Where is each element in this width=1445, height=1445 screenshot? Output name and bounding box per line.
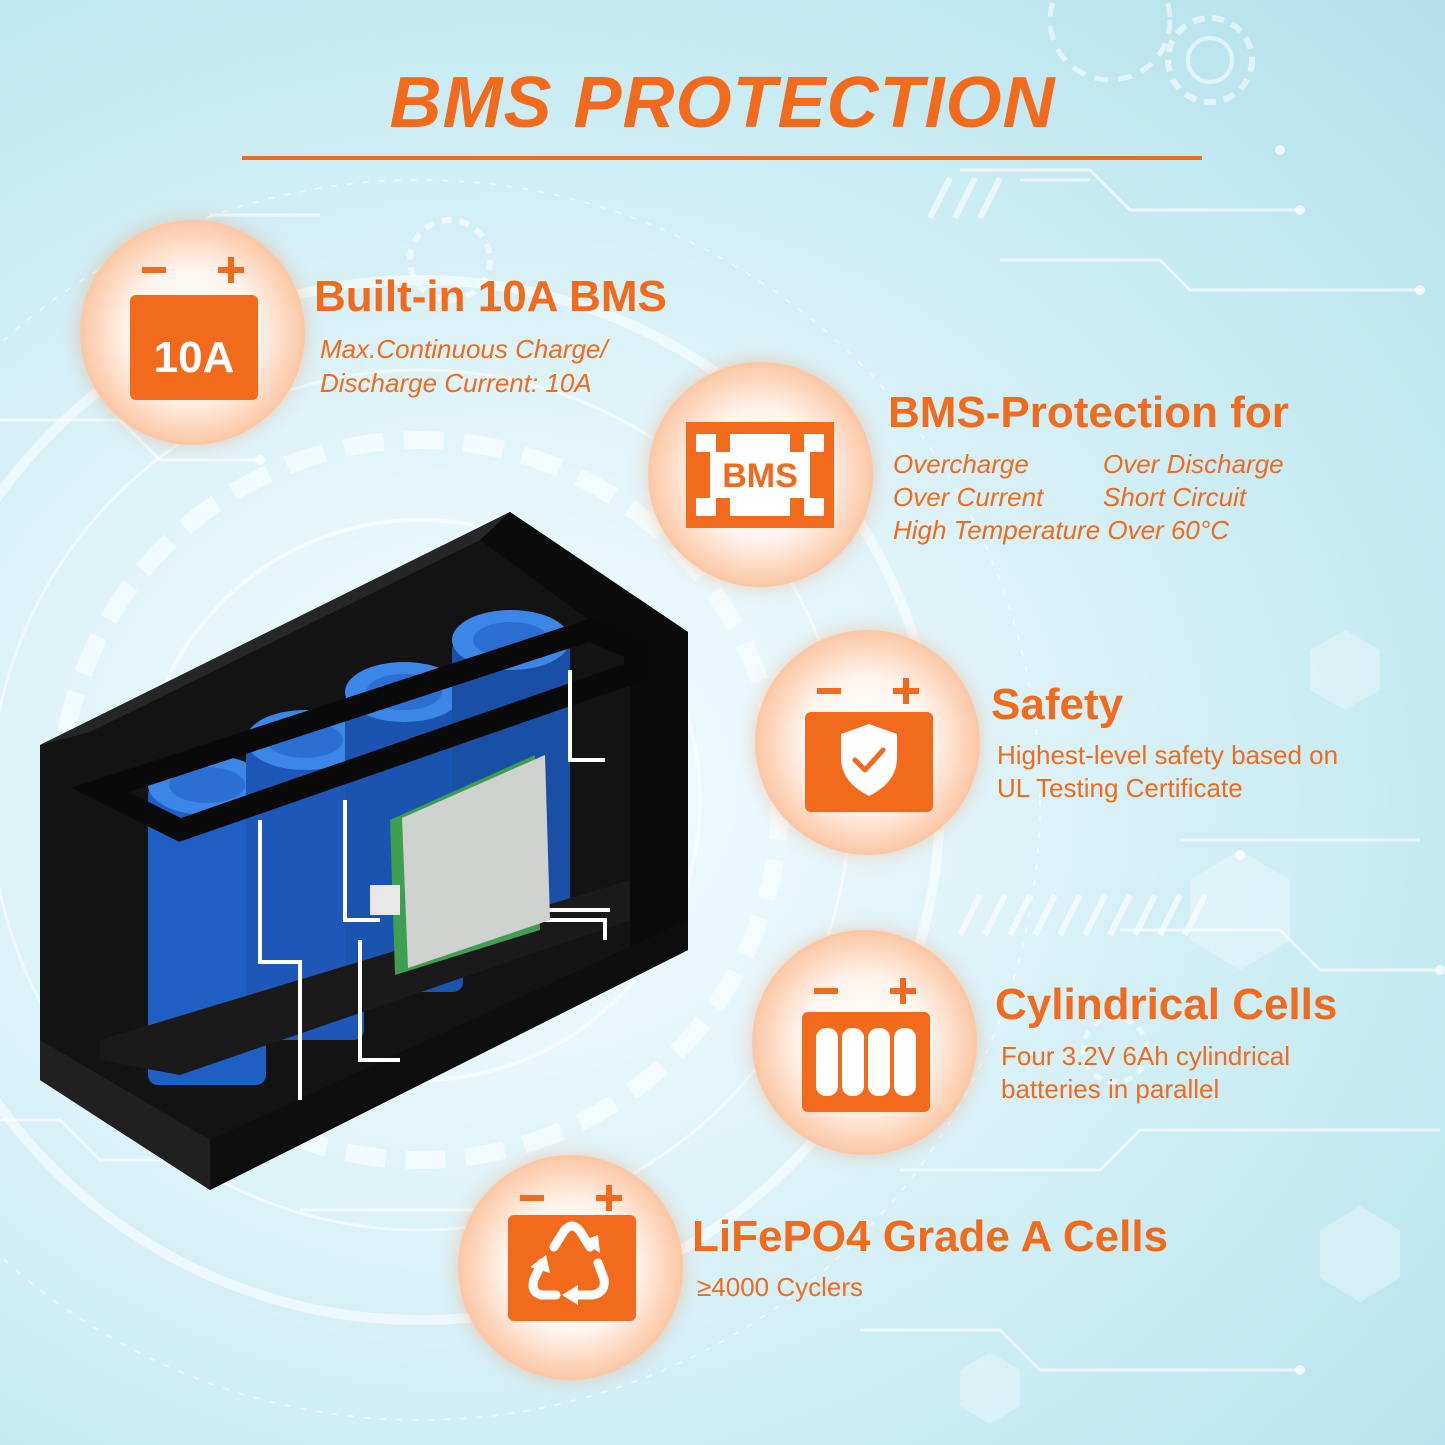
feature-heading: Built-in 10A BMS <box>314 272 667 321</box>
feature-line: Max.Continuous Charge/ <box>320 334 608 364</box>
feature-line: ≥4000 Cyclers <box>697 1272 864 1302</box>
protection-item: High Temperature Over 60°C <box>893 515 1230 545</box>
battery-cells-icon <box>802 978 930 1112</box>
feature-heading: Cylindrical Cells <box>995 980 1338 1029</box>
battery-pack-illustration <box>40 512 688 1190</box>
feature-heading: LiFePO4 Grade A Cells <box>692 1212 1169 1261</box>
battery-recycle-icon <box>508 1185 636 1321</box>
title-underline <box>242 156 1202 160</box>
feature-badge-lifepo4 <box>458 1155 683 1380</box>
svg-text:10A: 10A <box>154 333 235 382</box>
battery-10a-icon: 10A <box>130 257 258 400</box>
page-title: BMS PROTECTION <box>389 63 1056 143</box>
feature-line: Discharge Current: 10A <box>320 368 592 398</box>
protection-item: Over Discharge <box>1103 449 1284 479</box>
feature-badge-cells <box>752 930 977 1155</box>
feature-heading: Safety <box>991 680 1124 729</box>
bms-chip-icon: BMS <box>686 422 834 528</box>
protection-item: Over Current <box>893 482 1044 512</box>
svg-text:BMS: BMS <box>722 457 798 495</box>
protection-item: Overcharge <box>893 449 1029 479</box>
feature-badge-bms: BMS <box>648 362 873 587</box>
feature-line: Four 3.2V 6Ah cylindrical <box>1001 1041 1291 1071</box>
feature-heading: BMS-Protection for <box>888 388 1289 437</box>
battery-shield-icon <box>805 678 933 812</box>
feature-badge-safety <box>755 630 980 855</box>
feature-line: UL Testing Certificate <box>997 773 1243 803</box>
feature-line: Highest-level safety based on <box>997 740 1339 770</box>
protection-item: Short Circuit <box>1103 482 1247 512</box>
feature-badge-10a: 10A <box>80 220 305 445</box>
feature-line: batteries in parallel <box>1001 1074 1220 1104</box>
